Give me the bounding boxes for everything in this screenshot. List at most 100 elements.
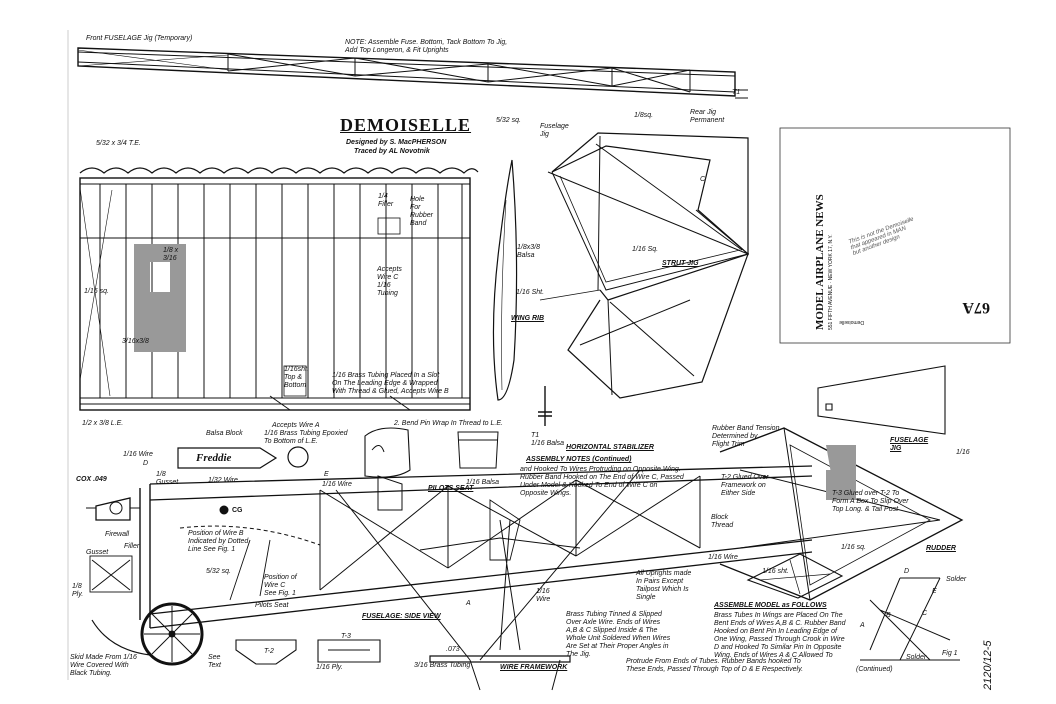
wire-b-note: Position of Wire B Indicated by Dotted L… bbox=[188, 530, 249, 553]
fuselage-jig-label: Fuselage Jig bbox=[540, 123, 569, 138]
wheel-ring bbox=[287, 446, 309, 468]
pilots-seat-label: Pilots Seat bbox=[255, 602, 289, 609]
dim-label: 3/16x3/8 bbox=[122, 338, 149, 345]
assembly-notes-text: and Hooked To Wires Protruding on Opposi… bbox=[520, 466, 684, 497]
sheet-label: 1/16 sht. bbox=[762, 568, 789, 575]
balsa-block bbox=[177, 447, 278, 469]
designer-credit: Designed by S. MacPHERSON bbox=[346, 139, 447, 146]
t1-part bbox=[538, 386, 552, 426]
wire-a-label: A bbox=[466, 600, 471, 607]
dim-label: 1/16 bbox=[956, 449, 970, 456]
bend-pin-label: 2. Bend Pin Wrap In Thread to L.E. bbox=[394, 420, 503, 427]
rudder bbox=[719, 427, 964, 601]
see-text-label: See Text bbox=[208, 654, 221, 669]
dim-label: 1/16 sq. bbox=[84, 288, 109, 295]
gusset-label: Gusset bbox=[86, 549, 109, 556]
dim-label: 1/16 Sq. bbox=[632, 246, 659, 253]
filler-label: Filler bbox=[124, 543, 140, 550]
strut-jig-label: STRUT JIG bbox=[662, 260, 699, 267]
front-jig-label: Front FUSELAGE Jig (Temporary) bbox=[86, 35, 193, 42]
dim-label: 1/8x3/8 Balsa bbox=[517, 244, 540, 259]
brass-note: 1/16 Brass Tubing Placed In a Slot On Th… bbox=[332, 372, 449, 395]
accepts-c-label: Accepts Wire C 1/16 Tubing bbox=[377, 266, 402, 297]
solder-label: Solder bbox=[946, 576, 967, 583]
dim-label: 1/8sq. bbox=[634, 112, 654, 119]
brass-tinned-note: Brass Tubing Tinned & Slipped Over Axle … bbox=[566, 611, 671, 658]
t2-glued-note: T-2 Glued Over Framework on Either Side bbox=[721, 474, 769, 497]
t3-part bbox=[317, 639, 381, 663]
assemble-model-heading: ASSEMBLE MODEL as FOLLOWS bbox=[714, 602, 827, 609]
fuselage-side-heading: FUSELAGE: SIDE VIEW bbox=[362, 613, 441, 620]
horizontal-stab-label: HORIZONTAL STABILIZER bbox=[566, 444, 654, 451]
engine-label: COX .049 bbox=[76, 476, 107, 483]
solder-label: Solder bbox=[906, 654, 927, 661]
assemble-model-text: Brass Tubes In Wings are Placed On The B… bbox=[714, 612, 846, 659]
block-thread-label: Block Thread bbox=[711, 514, 734, 529]
publisher-name: MODEL AIRPLANE NEWS bbox=[814, 194, 826, 330]
freddie-name: Freddie bbox=[196, 452, 232, 464]
wire-label: 1/16 Wire bbox=[322, 481, 352, 488]
wire-label: 1/16 Wire bbox=[123, 451, 153, 458]
accepts-a-label: Accepts Wire A bbox=[272, 422, 320, 429]
filler-label: 1/4 Filler bbox=[378, 193, 394, 208]
cg-label: CG bbox=[232, 507, 243, 514]
wire-e-label: E bbox=[324, 471, 329, 478]
wire-c-label: C bbox=[700, 176, 706, 183]
assembly-notes-heading: ASSEMBLY NOTES (Continued) bbox=[526, 456, 632, 463]
strut-jig bbox=[539, 132, 750, 399]
wire-label: 1/16 Wire bbox=[708, 554, 738, 561]
dim-label: 1/8 x 3/16 bbox=[163, 247, 179, 262]
rudder-heading: RUDDER bbox=[926, 545, 956, 552]
publisher-address: 551 FIFTH AVENUE · NEW YORK 17, N.Y. bbox=[828, 234, 834, 330]
t1-balsa-label: T1 1/16 Balsa bbox=[531, 432, 565, 447]
wire-c-note: Position of Wire C See Fig. 1 bbox=[264, 574, 297, 597]
dim-label: .073 bbox=[446, 646, 460, 653]
wire-framework-heading: WIRE FRAMEWORK bbox=[500, 664, 568, 671]
le-label: 1/2 x 3/8 L.E. bbox=[82, 420, 124, 427]
stab-jig bbox=[817, 365, 946, 435]
brass-tubing-label: 3/16 Brass Tubing bbox=[414, 662, 471, 669]
t3-label: T-3 bbox=[341, 633, 351, 640]
te-label: 5/32 x 3/4 T.E. bbox=[96, 140, 141, 147]
wire-label: 1/16 Wire bbox=[536, 588, 551, 603]
fig-e-label: E bbox=[932, 588, 937, 595]
fuselage-jig-heading: FUSELAGE JIG bbox=[890, 437, 929, 452]
t3-glued-note: T-3 Glued over T-2 To Form A Box To Slip… bbox=[832, 490, 909, 513]
fig-c-label: C bbox=[922, 610, 928, 617]
sheet-label: 1/16sht. Top & Bottom bbox=[284, 366, 309, 389]
wing-number-marking bbox=[134, 244, 186, 352]
fuselage-jig-top bbox=[77, 47, 748, 99]
wheel bbox=[91, 602, 204, 666]
wing-rib-label: WING RIB bbox=[511, 315, 545, 322]
protrude-note: Protrude From Ends of Tubes. Rubber Band… bbox=[626, 658, 804, 673]
fig-b-label: B bbox=[886, 612, 891, 619]
balsa-label: 1/16 Balsa bbox=[466, 479, 500, 486]
dim-label: 5/32 sq. bbox=[496, 117, 521, 124]
publisher-box bbox=[779, 127, 1011, 344]
dim-label: 1/16 sq. bbox=[841, 544, 866, 551]
fuselage-side-view bbox=[86, 465, 813, 629]
continued-label: (Continued) bbox=[856, 666, 893, 673]
pilots-seat-parts bbox=[364, 427, 499, 511]
fig1-label: Fig 1 bbox=[942, 650, 958, 657]
rear-jig-label: Rear Jig Permanent bbox=[690, 109, 725, 124]
dim-label: 1/16 Sht. bbox=[516, 289, 545, 296]
skid-note: Skid Made From 1/16 Wire Covered With Bl… bbox=[70, 654, 137, 677]
brass-epoxied-label: 1/16 Brass Tubing Epoxied To Bottom of L… bbox=[264, 430, 348, 445]
gusset-label: 1/8 Gusset bbox=[156, 471, 179, 486]
hole-label: Hole For Rubber Band bbox=[410, 196, 433, 227]
wire-framework bbox=[335, 469, 641, 691]
wire-label: 1/32 Wire bbox=[208, 477, 238, 484]
pilots-seat-heading: PILOTS SEAT bbox=[428, 485, 474, 492]
uprights-note: All Uprights made In Pairs Except Tailpo… bbox=[636, 570, 692, 601]
plan-subtitle: Demoiselle bbox=[839, 319, 864, 325]
tracer-credit: Traced by AL Novotnik bbox=[354, 148, 430, 155]
ply-label: 1/16 Ply. bbox=[316, 664, 343, 671]
part-label: T1 bbox=[732, 89, 741, 96]
fig-d-label: D bbox=[904, 568, 910, 575]
dim-label: 5/32 sq. bbox=[206, 568, 231, 575]
fig-1 bbox=[860, 577, 960, 661]
plan-title: DEMOISELLE bbox=[340, 115, 472, 135]
plan-number: 67A bbox=[962, 299, 990, 316]
